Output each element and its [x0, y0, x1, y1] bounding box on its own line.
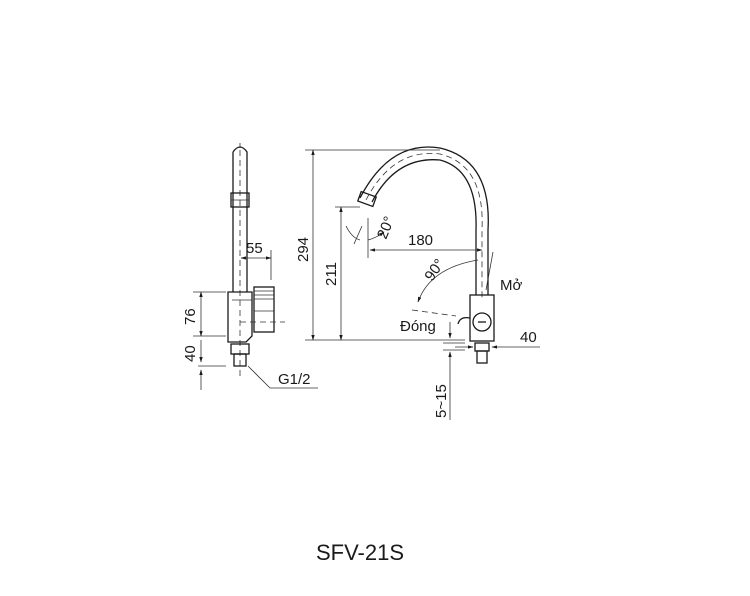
model-title: SFV-21S	[315, 540, 405, 565]
side-view: 55 76 40 G1/2	[182, 143, 318, 390]
front-view: 294 211 20° 180 90° Mở Đóng 40 5~15	[295, 146, 540, 420]
dim-base-width: 40	[520, 329, 537, 346]
thread-label: G1/2	[278, 371, 311, 388]
dim-total-height: 294	[295, 237, 312, 262]
dim-counter-thickness: 5~15	[433, 384, 450, 418]
dim-spout-reach: 180	[408, 232, 433, 249]
dim-spout-offset: 55	[246, 240, 263, 257]
label-open: Mở	[500, 277, 522, 294]
dim-shank-length: 40	[182, 345, 199, 362]
dim-body-height: 76	[182, 308, 199, 325]
dim-spout-angle: 20°	[374, 214, 398, 241]
label-close: Đóng	[400, 318, 436, 335]
dim-spout-height: 211	[323, 262, 340, 286]
dim-handle-rotation: 90°	[421, 256, 448, 284]
